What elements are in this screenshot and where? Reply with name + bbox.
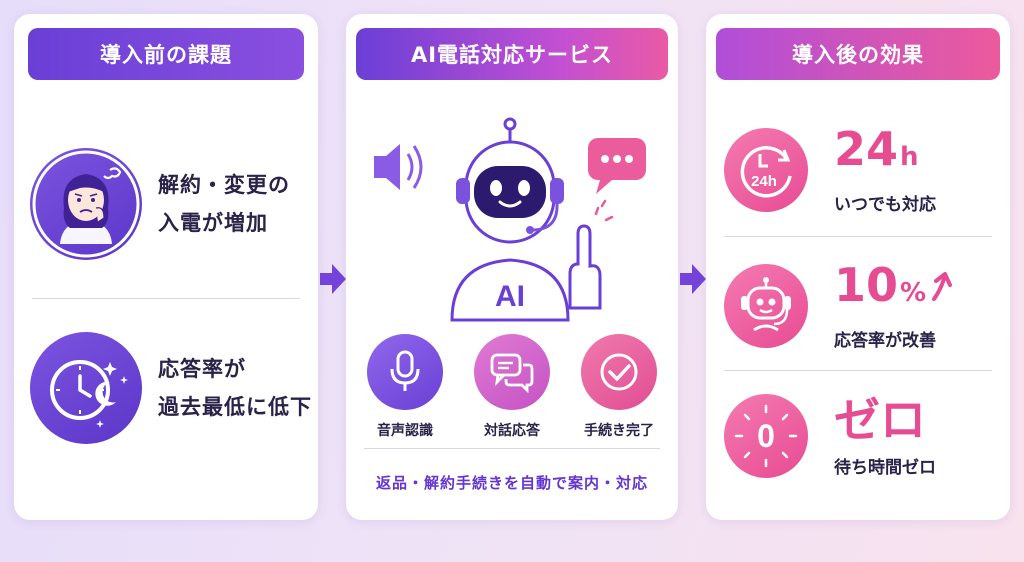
feature-speech-recognition: 音声認識 [364, 334, 446, 440]
arrow-right-icon [680, 264, 706, 294]
divider [724, 370, 992, 371]
issue-item-answer-rate: 応答率が 過去最低に低下 [30, 332, 312, 444]
feature-label: 対話応答 [484, 423, 540, 439]
trend-up-icon [932, 272, 953, 301]
issue-calls-line2: 入電が増加 [158, 211, 268, 235]
feature-label: 手続き完了 [584, 423, 654, 439]
svg-text:0: 0 [757, 418, 775, 454]
worried-woman-icon [30, 148, 142, 260]
robot-ai-badge: AI [495, 280, 525, 313]
clock-24h-icon: 24h [724, 127, 808, 212]
chat-bubble-icon [588, 138, 646, 194]
issue-answer-line2: 過去最低に低下 [158, 395, 312, 419]
result-answer-rate: 10% 応答率が改善 [724, 260, 956, 351]
result-value: 10 [834, 258, 899, 312]
divider [724, 236, 992, 237]
result-unit: % [900, 278, 927, 308]
result-unit: h [900, 142, 919, 172]
service-tagline: 返品・解約手続きを自動で案内・対応 [375, 474, 648, 492]
divider [32, 298, 300, 299]
ai-robot-illustration: AI [358, 117, 659, 322]
speaker-icon [374, 144, 423, 190]
before-panel: 導入前の課題 解約・変更の 入電が増加 [14, 14, 318, 520]
service-panel: AI電話対応サービス [346, 14, 678, 520]
clock-night-icon [30, 332, 142, 444]
arrow-right-icon [320, 264, 346, 294]
feature-label: 音声認識 [377, 423, 433, 439]
result-zero-wait: 0 ゼロ 待ち時間ゼロ [724, 394, 936, 478]
feature-dialogue: 対話応答 [471, 334, 553, 440]
after-title: 導入後の効果 [716, 28, 1000, 80]
divider [364, 448, 660, 449]
chat-bubbles-icon [474, 334, 550, 410]
result-desc: いつでも対応 [834, 195, 936, 215]
service-title: AI電話対応サービス [356, 28, 668, 80]
check-circle-icon [581, 334, 657, 410]
result-desc: 待ち時間ゼロ [834, 457, 936, 478]
result-desc: 応答率が改善 [834, 331, 936, 351]
result-value: ゼロ [834, 392, 926, 447]
issue-calls-line1: 解約・変更の [158, 173, 290, 197]
issue-item-calls: 解約・変更の 入電が増加 [30, 148, 290, 260]
robot-headset-icon [724, 263, 808, 348]
svg-text:24h: 24h [751, 173, 777, 190]
issue-answer-line1: 応答率が [158, 357, 246, 381]
before-title: 導入前の課題 [28, 28, 304, 80]
microphone-icon [367, 334, 443, 410]
result-value: 24 [834, 122, 899, 176]
feature-procedure-complete: 手続き完了 [578, 334, 660, 440]
zero-burst-icon: 0 [724, 394, 808, 478]
